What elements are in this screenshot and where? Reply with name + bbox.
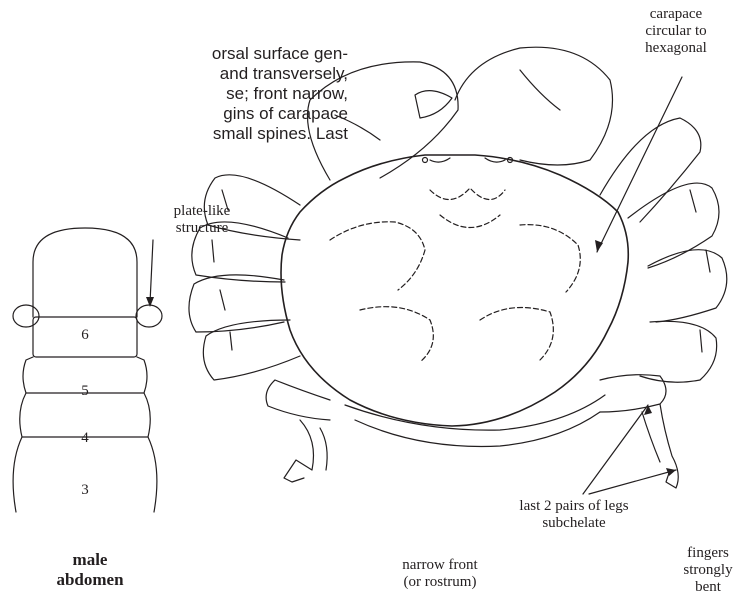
plate-arrow [150, 240, 153, 303]
male-abdomen-title: male abdomen [40, 550, 140, 590]
crab-carapace [281, 155, 628, 446]
crab-claws [308, 47, 613, 180]
carapace-label: carapace circular to hexagonal [612, 6, 740, 57]
plate-like-structure-label: plate-like structure [152, 203, 252, 237]
abdomen-segment-3: 3 [70, 482, 100, 499]
male-abdomen-drawing [13, 228, 162, 512]
legs-arrow [589, 470, 676, 494]
plate-right [136, 305, 162, 327]
narrow-front-label: narrow front (or rostrum) [380, 557, 500, 591]
fingers-label: fingers strongly bent [668, 545, 748, 596]
abdomen-segment-6: 6 [70, 327, 100, 344]
abdomen-segment [13, 437, 157, 512]
last-legs-label: last 2 pairs of legs subchelate [484, 498, 664, 532]
abdomen-telson [33, 228, 137, 317]
abdomen-segment-5: 5 [70, 383, 100, 400]
abdomen-segment-4: 4 [70, 430, 100, 447]
carapace-arrow [597, 77, 682, 252]
plate-left [13, 305, 39, 327]
